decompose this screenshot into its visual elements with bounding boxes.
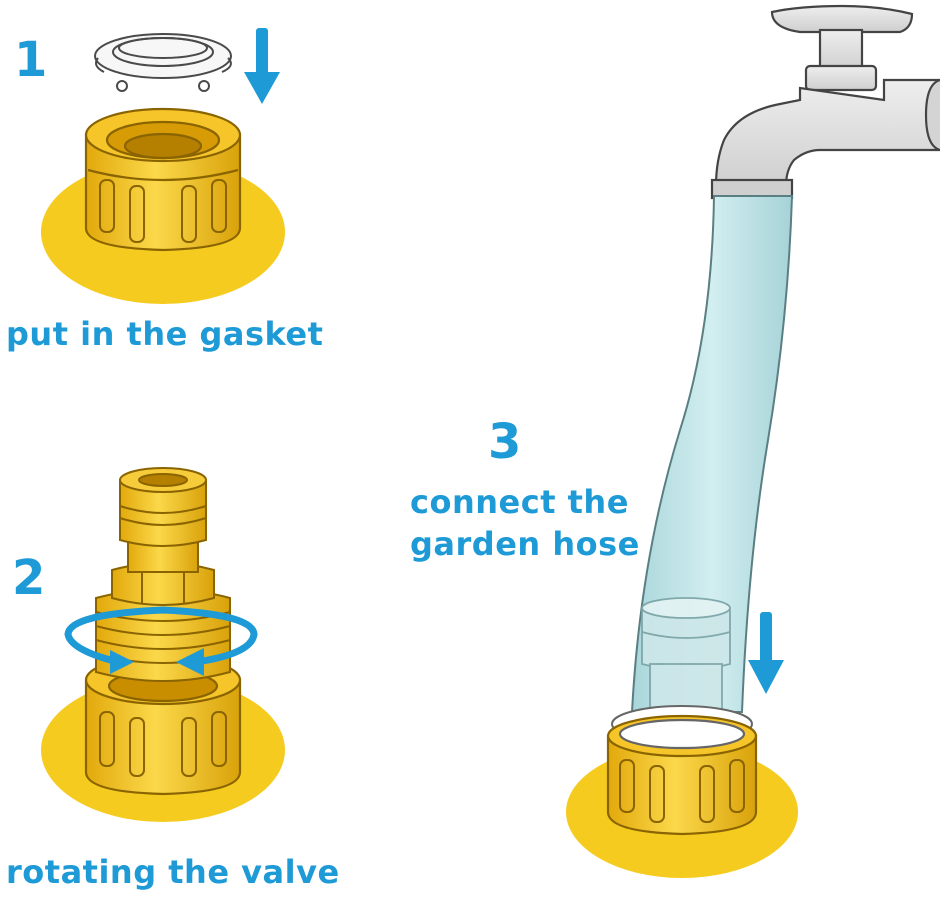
step3-illustration — [566, 4, 940, 878]
step2-number: 2 — [12, 550, 46, 606]
rotation-arrow-icon — [64, 606, 258, 666]
step3-caption-line2: garden hose — [410, 525, 640, 563]
step2-threaded-adapter — [95, 467, 231, 682]
step3-number: 3 — [488, 414, 522, 470]
step1-illustration — [41, 28, 285, 304]
gasket-ring-icon — [94, 33, 232, 92]
step1-number: 1 — [14, 32, 48, 88]
water-tap-icon — [710, 4, 940, 200]
step1-caption: put in the gasket — [6, 315, 324, 353]
step2-caption: rotating the valve — [6, 853, 340, 891]
step3-brass-nut — [606, 714, 758, 836]
step1-brass-nut — [84, 107, 242, 252]
hose-connector — [641, 597, 731, 713]
garden-hose-icon — [630, 195, 794, 713]
step2-illustration — [41, 467, 285, 822]
step3-caption-line1: connect the — [410, 483, 629, 521]
rotation-arrow-tail-head — [110, 650, 134, 674]
down-arrow-icon — [244, 28, 280, 104]
down-arrow-icon — [748, 612, 784, 694]
rotation-arrow-head — [176, 648, 204, 676]
